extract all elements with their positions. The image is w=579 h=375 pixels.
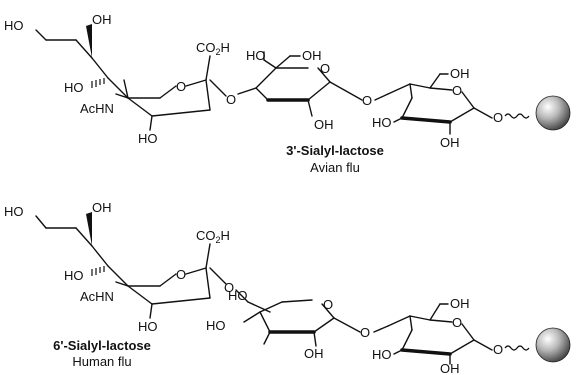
label-oh: OH [304, 346, 324, 361]
galactose-ring [235, 289, 389, 347]
label-ho: HO [372, 347, 392, 362]
label-ring-o: O [452, 315, 462, 330]
sialic-acid-ring [115, 55, 227, 131]
glucose-ring [387, 73, 530, 135]
label-ring-o: O [323, 297, 333, 312]
label-link-o: O [224, 280, 234, 295]
sialic-acid-ring [115, 243, 227, 319]
label-anomeric-o: O [493, 110, 503, 125]
label-ring-o: O [176, 267, 186, 282]
structure-host: Avian flu [310, 160, 360, 175]
label-co2h: CO2H [196, 228, 230, 245]
label-ho: HO [372, 115, 392, 130]
structure-6-sialyl-lactose: HO OH HO AcHN HO O CO2H O HO HO O OH O O… [4, 200, 571, 375]
label-ho: HO [4, 204, 24, 219]
galactose-ring [237, 51, 389, 117]
bead-icon [535, 327, 571, 363]
label-ho: HO [64, 80, 84, 95]
label-oh: OH [440, 361, 460, 375]
structure-name: 3'-Sialyl-lactose [286, 143, 384, 158]
label-co2h: CO2H [196, 40, 230, 57]
label-ho: HO [206, 318, 226, 333]
label-ring-o: O [452, 83, 462, 98]
structure-host: Human flu [72, 354, 131, 369]
label-ring-o: O [176, 79, 186, 94]
label-oh: OH [314, 117, 334, 132]
label-ho: HO [228, 288, 248, 303]
label-anomeric-o: O [493, 342, 503, 357]
label-ho: HO [64, 268, 84, 283]
label-link-o: O [360, 325, 370, 340]
sialic-acid-side-chain [35, 212, 129, 287]
label-ho: HO [138, 319, 158, 334]
label-achn: AcHN [80, 289, 114, 304]
glucose-ring [387, 303, 530, 365]
structure-name: 6'-Sialyl-lactose [53, 338, 151, 353]
label-achn: AcHN [80, 101, 114, 116]
label-oh: OH [450, 66, 470, 81]
label-link-o: O [362, 93, 372, 108]
label-oh: OH [450, 296, 470, 311]
label-oh: OH [92, 200, 112, 215]
label-link-o: O [226, 92, 236, 107]
label-ring-o: O [320, 61, 330, 76]
label-ho: HO [246, 48, 266, 63]
label-oh: OH [92, 12, 112, 27]
label-oh: OH [302, 48, 322, 63]
label-ho: HO [4, 18, 24, 33]
label-oh: OH [440, 135, 460, 150]
structure-3-sialyl-lactose: HO OH HO AcHN HO O CO2H O HO OH O OH O O… [4, 12, 571, 175]
bead-icon [535, 95, 571, 131]
sialic-acid-side-chain [35, 24, 129, 99]
label-ho: HO [138, 131, 158, 146]
